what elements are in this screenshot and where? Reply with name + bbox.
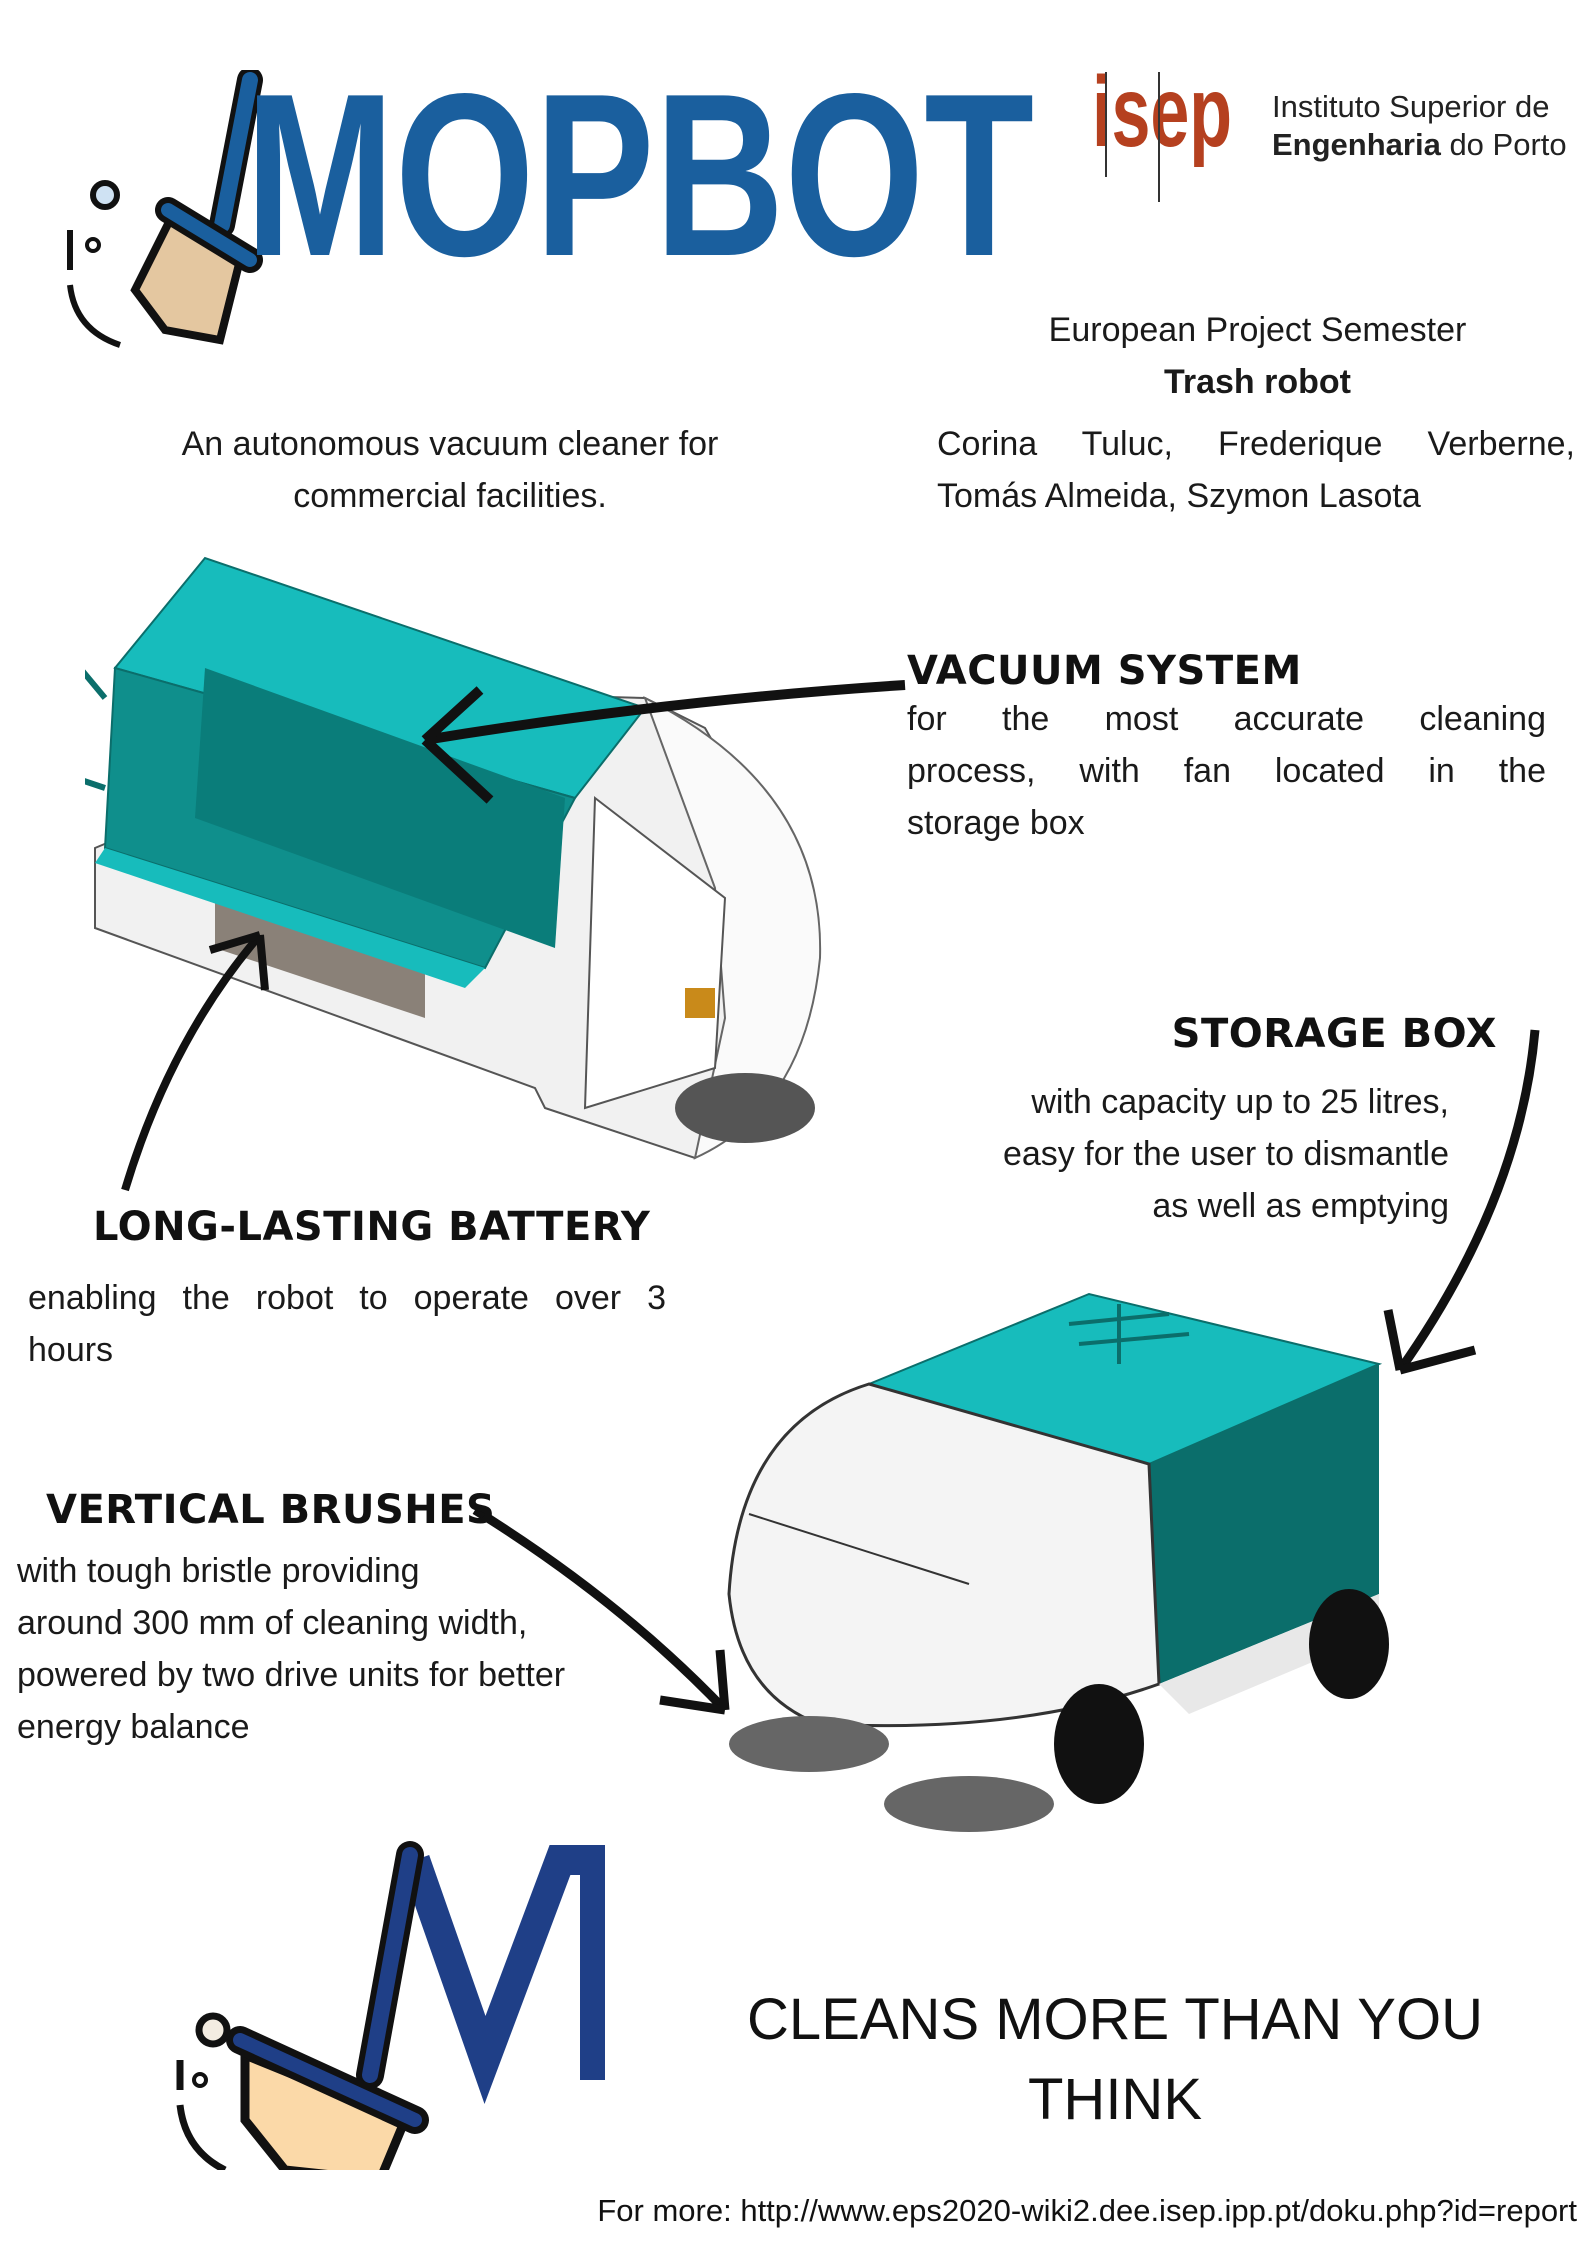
brushes-title: VERTICAL BRUSHES (46, 1487, 496, 1533)
authors: Corina Tuluc, Frederique Verberne, Tomás… (937, 418, 1575, 522)
arrow-brushes-icon (472, 1506, 730, 1715)
isep-logo: isep (1092, 62, 1242, 212)
tagline-line2: commercial facilities. (293, 477, 607, 515)
slogan: CLEANS MORE THAN YOU THINK (660, 1980, 1570, 2140)
arrow-vacuum-icon (421, 680, 906, 804)
vacuum-title: VACUUM SYSTEM (907, 648, 1302, 694)
vacuum-line: process, with fan located in the (907, 752, 1546, 790)
institute-line2-bold: Engenharia (1272, 127, 1441, 162)
arrow-storage-icon (1383, 1029, 1540, 1375)
vacuum-line: for the most accurate cleaning (907, 700, 1546, 738)
battery-description: enabling the robot to operate over 3 hou… (28, 1272, 666, 1376)
footer-link[interactable]: For more: http://www.eps2020-wiki2.dee.i… (597, 2193, 1577, 2228)
authors-line1: Corina Tuluc, Frederique Verberne, (937, 425, 1575, 463)
institute-line1: Instituto Superior de (1272, 89, 1550, 124)
brushes-line: powered by two drive units for better (17, 1656, 566, 1694)
vacuum-line: storage box (907, 804, 1085, 842)
battery-line: hours (28, 1331, 114, 1369)
storage-line: easy for the user to dismantle (1002, 1135, 1449, 1173)
authors-line2: Tomás Almeida, Szymon Lasota (937, 477, 1421, 515)
battery-line: enabling the robot to operate over 3 (28, 1279, 666, 1317)
brushes-line: with tough bristle providing (17, 1552, 420, 1590)
tagline-line1: An autonomous vacuum cleaner for (181, 425, 719, 463)
semester-label: European Project Semester (1048, 311, 1467, 349)
brushes-line: around 300 mm of cleaning width, (17, 1604, 528, 1642)
institute-name: Instituto Superior de Engenharia do Port… (1272, 88, 1567, 164)
brushes-line: energy balance (17, 1708, 250, 1746)
storage-title: STORAGE BOX (1171, 1011, 1497, 1057)
isep-logo-text: isep (1092, 56, 1233, 168)
robot-open-render (85, 556, 822, 1160)
battery-title: LONG-LASTING BATTERY (93, 1204, 651, 1250)
slogan-line1: CLEANS MORE THAN YOU (747, 1987, 1483, 2052)
broom-logo-icon (67, 70, 263, 348)
broom-m-logo-icon (176, 1841, 605, 2170)
storage-line: as well as emptying (1152, 1187, 1449, 1225)
robot-closed-render (727, 1292, 1389, 1832)
institute-line2-rest: do Porto (1440, 127, 1567, 162)
arrow-battery-icon (121, 931, 269, 1192)
storage-line: with capacity up to 25 litres, (1031, 1083, 1449, 1121)
slogan-line2: THINK (1028, 2067, 1202, 2132)
vacuum-description: for the most accurate cleaning process, … (907, 693, 1546, 849)
storage-description: with capacity up to 25 litres, easy for … (1003, 1076, 1449, 1232)
brushes-description: with tough bristle providing around 300 … (17, 1545, 565, 1753)
tagline: An autonomous vacuum cleaner for commerc… (90, 418, 810, 522)
app-title: MOPBOT (245, 46, 1035, 305)
project-name: Trash robot (1163, 363, 1352, 401)
